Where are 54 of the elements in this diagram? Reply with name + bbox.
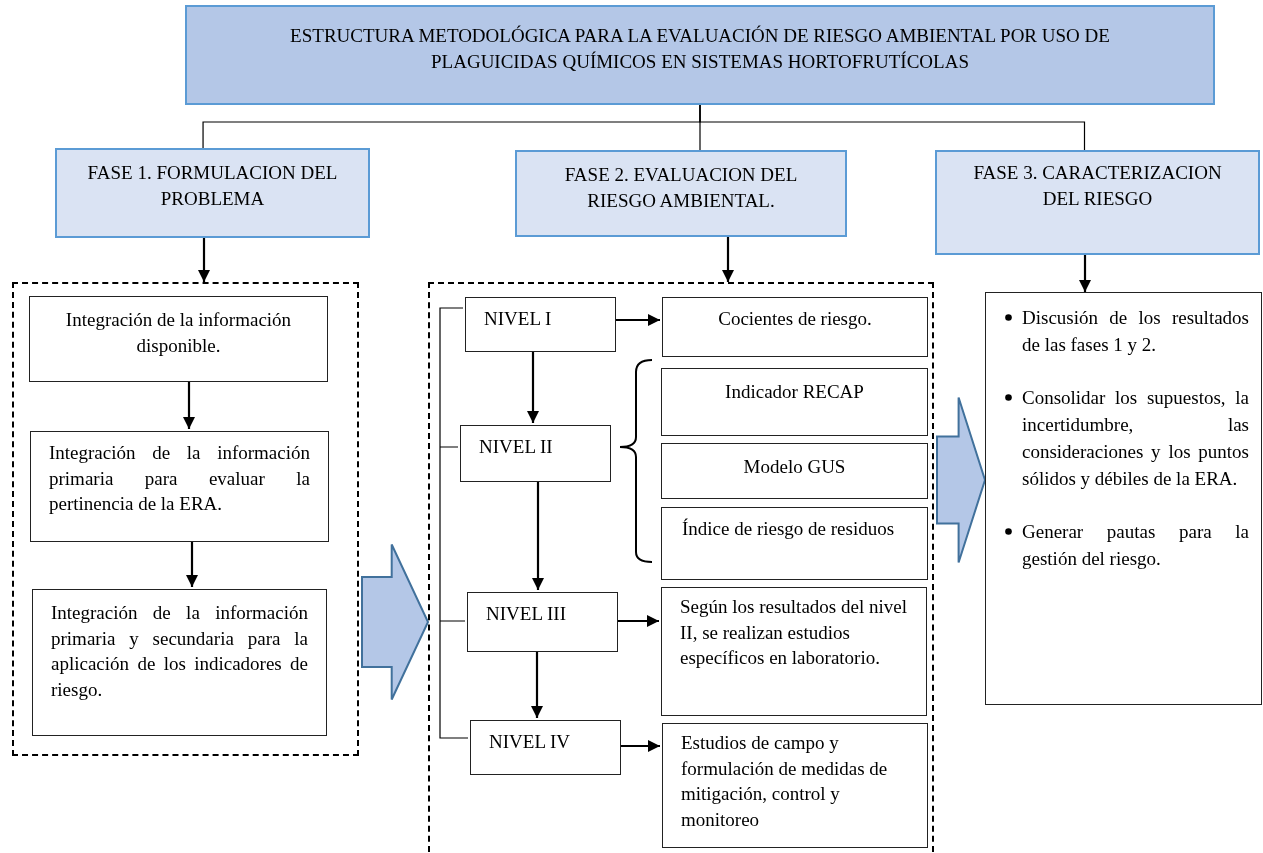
- arrow: [721, 237, 735, 282]
- phase-label: FASE 2. EVALUACION DEL RIESGO AMBIENTAL.: [563, 163, 799, 213]
- box-text: NIVEL II: [479, 435, 554, 459]
- box-text: Según los resultados del nivel II, se realizan estudios específicos en laboratorio.: [680, 595, 908, 671]
- arrow: [530, 650, 544, 718]
- connector-line: [699, 104, 1086, 151]
- arrow: [621, 739, 660, 753]
- box-text: Estudios de campo y formulación de medidas de mitigación, control y monitoreo: [681, 731, 889, 832]
- box-text: NIVEL IV: [489, 730, 572, 754]
- arrow: [618, 614, 659, 628]
- process-box: [661, 368, 928, 436]
- process-box: [662, 723, 928, 848]
- process-box: [662, 297, 928, 357]
- box-text: Cocientes de riesgo.: [717, 307, 873, 331]
- box-text: NIVEL I: [484, 307, 553, 331]
- block-arrow: [361, 543, 430, 701]
- dashed-group-box: [12, 282, 359, 756]
- phase-box: [515, 150, 847, 237]
- bullet-text: Discusión de los resultados de las fases 1 y 2.: [1022, 306, 1249, 357]
- phase-box: [55, 148, 370, 238]
- arrow: [185, 540, 199, 587]
- phase-label: FASE 3. CARACTERIZACION DEL RIESGO: [972, 161, 1223, 211]
- process-box: [470, 720, 621, 775]
- arrow: [182, 380, 196, 429]
- process-box: [30, 431, 329, 542]
- process-box: [467, 592, 618, 652]
- box-text: Integración de la información primaria y secundaria para la aplicación de los indicadores de riesgo.: [51, 601, 308, 702]
- process-box: [465, 297, 616, 352]
- block-arrow: [936, 396, 987, 564]
- title-box: [185, 5, 1215, 105]
- phase-box: [935, 150, 1260, 255]
- bullet-text: Consolidar los supuestos, la incertidumbre, las consideraciones y los puntos sólidos y débiles de la ERA.: [1022, 385, 1249, 491]
- arrow: [1078, 255, 1092, 292]
- box-text: Modelo GUS: [742, 455, 847, 479]
- process-box: [661, 507, 928, 580]
- process-box: [661, 443, 928, 499]
- process-box: [32, 589, 327, 736]
- list-box: [985, 292, 1262, 705]
- arrow: [197, 238, 211, 282]
- box-text: Integración de la información disponible.: [64, 308, 293, 358]
- arrow: [616, 313, 660, 327]
- process-box: [29, 296, 328, 382]
- bullet-text: Generar pautas para la gestión del riesgo.: [1022, 519, 1249, 571]
- dashed-group-box: [428, 282, 934, 853]
- box-text: NIVEL III: [486, 602, 567, 626]
- box-text: Indicador RECAP: [724, 380, 865, 404]
- box-text: Integración de la información primaria para evaluar la pertinencia de la ERA.: [49, 441, 310, 517]
- title-text: ESTRUCTURA METODOLÓGICA PARA LA EVALUACIÓN DE RIESGO AMBIENTAL POR USO DE PLAGUICIDAS QUÍMICOS EN SISTEMAS HORTOFRUTÍCOLAS: [289, 24, 1111, 74]
- process-box: [460, 425, 611, 482]
- phase-label: FASE 1. FORMULACION DEL PROBLEMA: [86, 161, 339, 211]
- process-box: [661, 587, 927, 716]
- arrow: [531, 480, 545, 590]
- arrow: [526, 350, 540, 423]
- box-text: Índice de riesgo de residuos: [682, 517, 896, 541]
